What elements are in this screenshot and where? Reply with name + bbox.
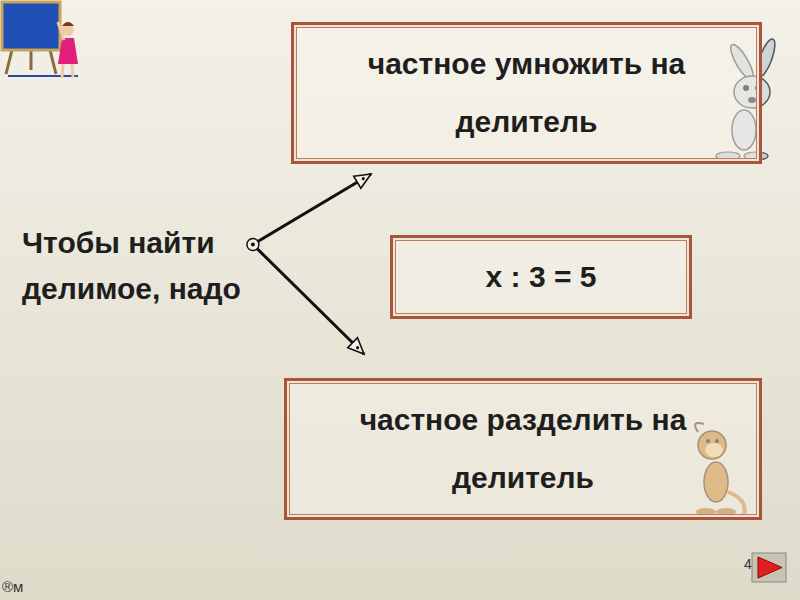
node-text: частное разделить на делитель — [353, 391, 693, 507]
lead-text: Чтобы найти делимое, надо — [22, 220, 322, 312]
watermark: ®м — [2, 578, 23, 595]
branch-dot — [247, 239, 259, 251]
node-text: x : 3 = 5 — [401, 248, 681, 306]
equation-box: x : 3 = 5 — [390, 235, 692, 319]
arrow-connector — [253, 174, 371, 245]
rule-box: частное разделить на делитель — [284, 378, 762, 520]
text-run: частное разделить на делитель — [360, 403, 687, 494]
girl-at-board — [2, 2, 78, 78]
node-text: частное умножить на делитель — [357, 35, 697, 151]
node-text: Чтобы найти делимое, надо — [22, 220, 322, 312]
text-run: x : 3 = 5 — [486, 260, 597, 293]
rule-box: частное умножить на делитель — [291, 22, 762, 164]
text-run: частное умножить на делитель — [368, 47, 685, 138]
next-button — [752, 553, 786, 582]
branch-dot-center — [251, 243, 255, 247]
slide-number: 4 — [744, 556, 752, 572]
arrow-connector — [253, 245, 364, 355]
text-run: Чтобы найти делимое, надо — [22, 226, 241, 305]
